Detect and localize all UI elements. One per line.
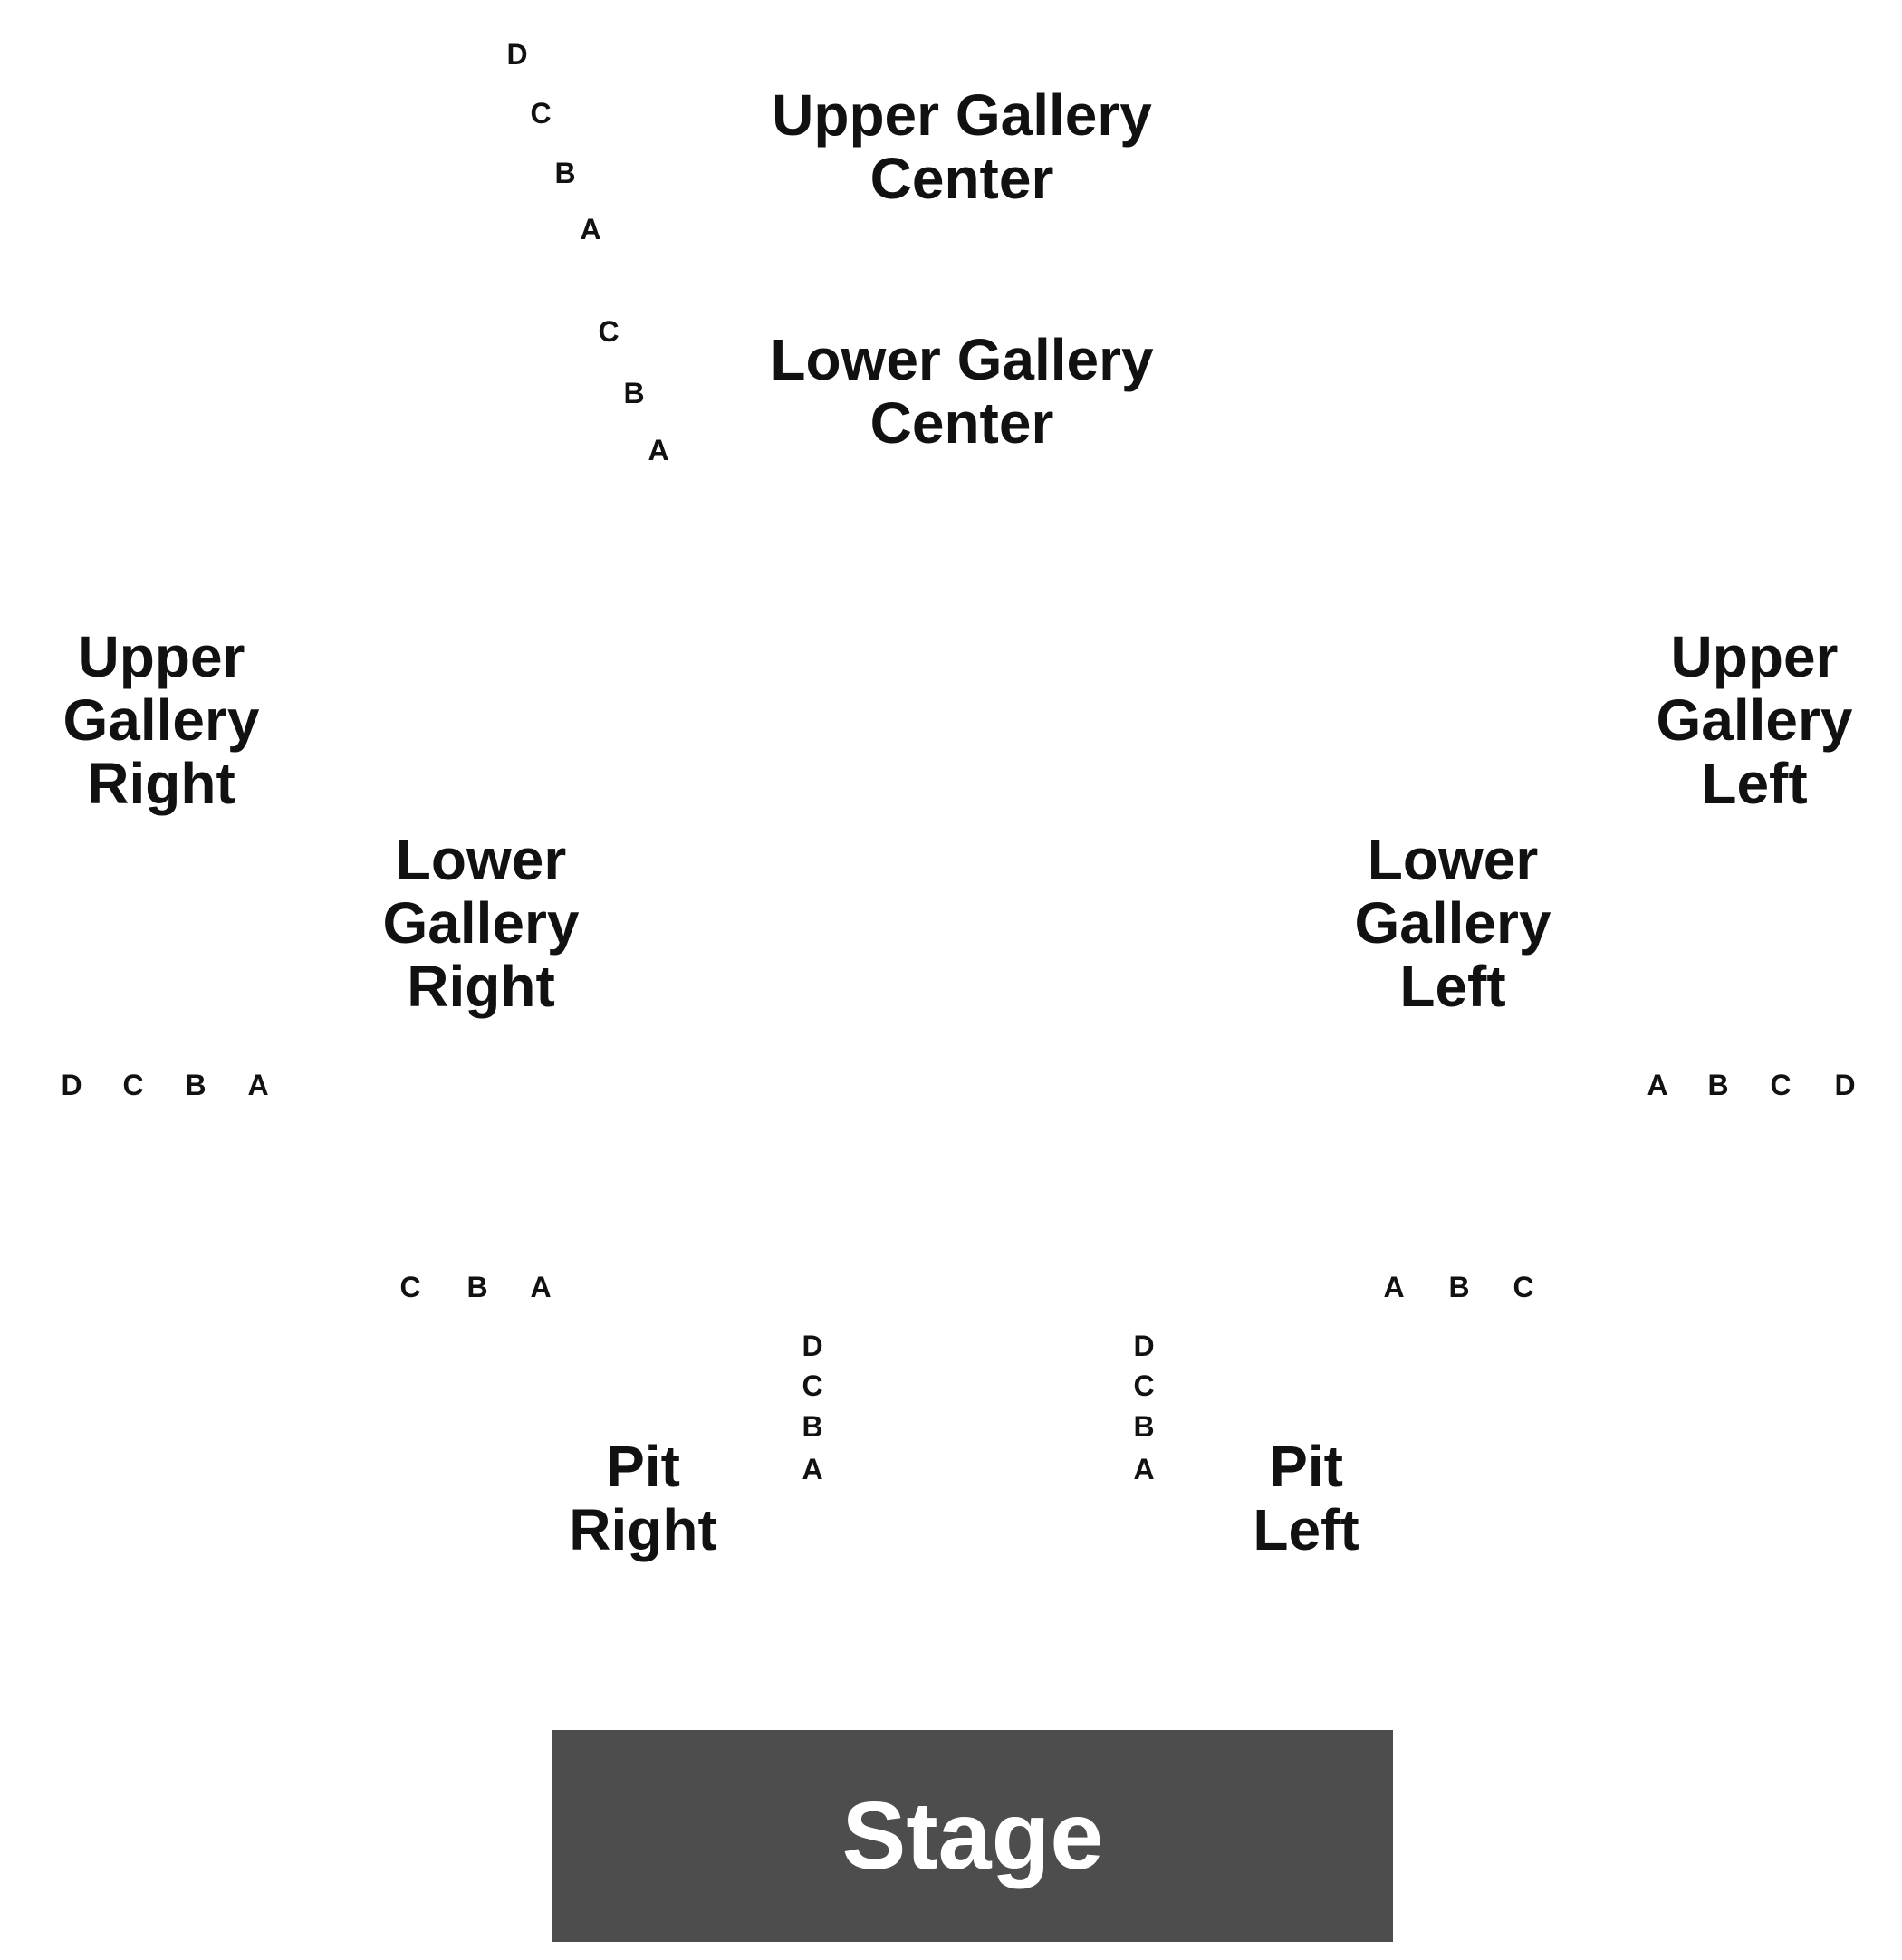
row-label: C <box>1513 1271 1534 1303</box>
row-label: C <box>802 1369 823 1402</box>
row-label: A <box>530 1271 552 1303</box>
row-label: B <box>1707 1069 1729 1101</box>
row-label: B <box>554 157 576 189</box>
row-label: C <box>530 97 552 130</box>
row-label: B <box>185 1069 207 1101</box>
row-label: D <box>61 1069 82 1101</box>
row-label: D <box>802 1330 823 1362</box>
row-label: D <box>1834 1069 1856 1101</box>
row-label: A <box>802 1453 823 1485</box>
row-label: B <box>1133 1410 1155 1443</box>
section-lower-gallery-left[interactable]: Lower Gallery Left <box>1354 827 1551 1019</box>
row-label: C <box>1133 1369 1155 1402</box>
section-pit-right[interactable]: Pit Right <box>569 1434 717 1562</box>
stage-label: Stage <box>841 1782 1104 1889</box>
section-pit-left[interactable]: Pit Left <box>1253 1434 1359 1562</box>
row-label: C <box>598 315 620 348</box>
row-label: A <box>580 213 601 245</box>
row-label: A <box>247 1069 269 1101</box>
row-label: B <box>623 377 645 409</box>
section-lower-gallery-center[interactable]: Lower Gallery Center <box>770 327 1154 456</box>
row-label: A <box>1383 1271 1405 1303</box>
section-upper-gallery-right[interactable]: Upper Gallery Right <box>62 624 260 816</box>
row-label: B <box>1448 1271 1470 1303</box>
row-label: A <box>648 434 669 466</box>
row-label: C <box>1770 1069 1792 1101</box>
row-label: D <box>506 38 528 71</box>
row-label: A <box>1133 1453 1155 1485</box>
stage[interactable]: Stage <box>552 1730 1393 1942</box>
row-label: C <box>122 1069 144 1101</box>
row-label: B <box>466 1271 488 1303</box>
section-lower-gallery-right[interactable]: Lower Gallery Right <box>382 827 580 1019</box>
section-upper-gallery-center[interactable]: Upper Gallery Center <box>772 82 1152 211</box>
row-label: D <box>1133 1330 1155 1362</box>
row-label: C <box>399 1271 421 1303</box>
row-label: A <box>1647 1069 1668 1101</box>
section-upper-gallery-left[interactable]: Upper Gallery Left <box>1656 624 1853 816</box>
row-label: B <box>802 1410 823 1443</box>
